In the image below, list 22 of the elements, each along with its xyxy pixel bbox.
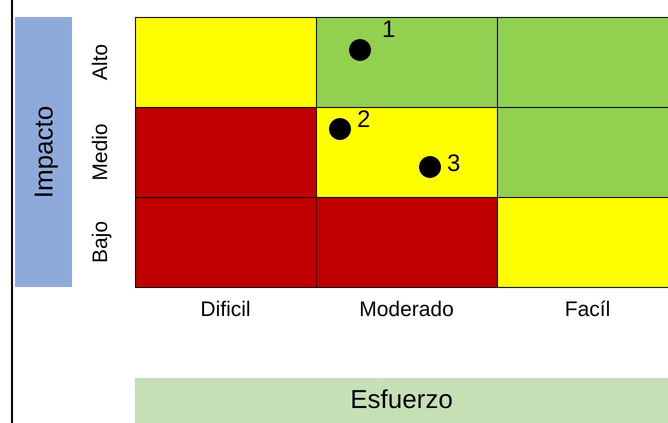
matrix-cell <box>316 197 498 288</box>
matrix-cell <box>497 17 668 108</box>
axis-band <box>135 378 668 423</box>
axis-label: Dificil <box>200 298 251 322</box>
matrix-cell <box>316 17 498 108</box>
axis-title: Esfuerzo <box>349 384 454 415</box>
axis-label: Medio <box>89 123 113 181</box>
matrix-cell <box>135 197 317 288</box>
matrix-cell <box>316 107 498 198</box>
point-number: 1 <box>382 17 396 43</box>
axis-band <box>15 17 72 287</box>
axis-label: Bajo <box>89 220 113 264</box>
matrix-cell <box>135 107 317 198</box>
axis-label: Alto <box>89 44 113 80</box>
axis-label: Facíl <box>564 298 610 322</box>
matrix-cell <box>497 107 668 198</box>
point-number: 2 <box>357 107 370 133</box>
matrix-cell <box>135 17 317 108</box>
axis-title: Impacto <box>28 106 59 198</box>
axis-label: Moderado <box>359 298 454 322</box>
matrix-cell <box>497 197 668 288</box>
point-number: 3 <box>447 151 460 177</box>
